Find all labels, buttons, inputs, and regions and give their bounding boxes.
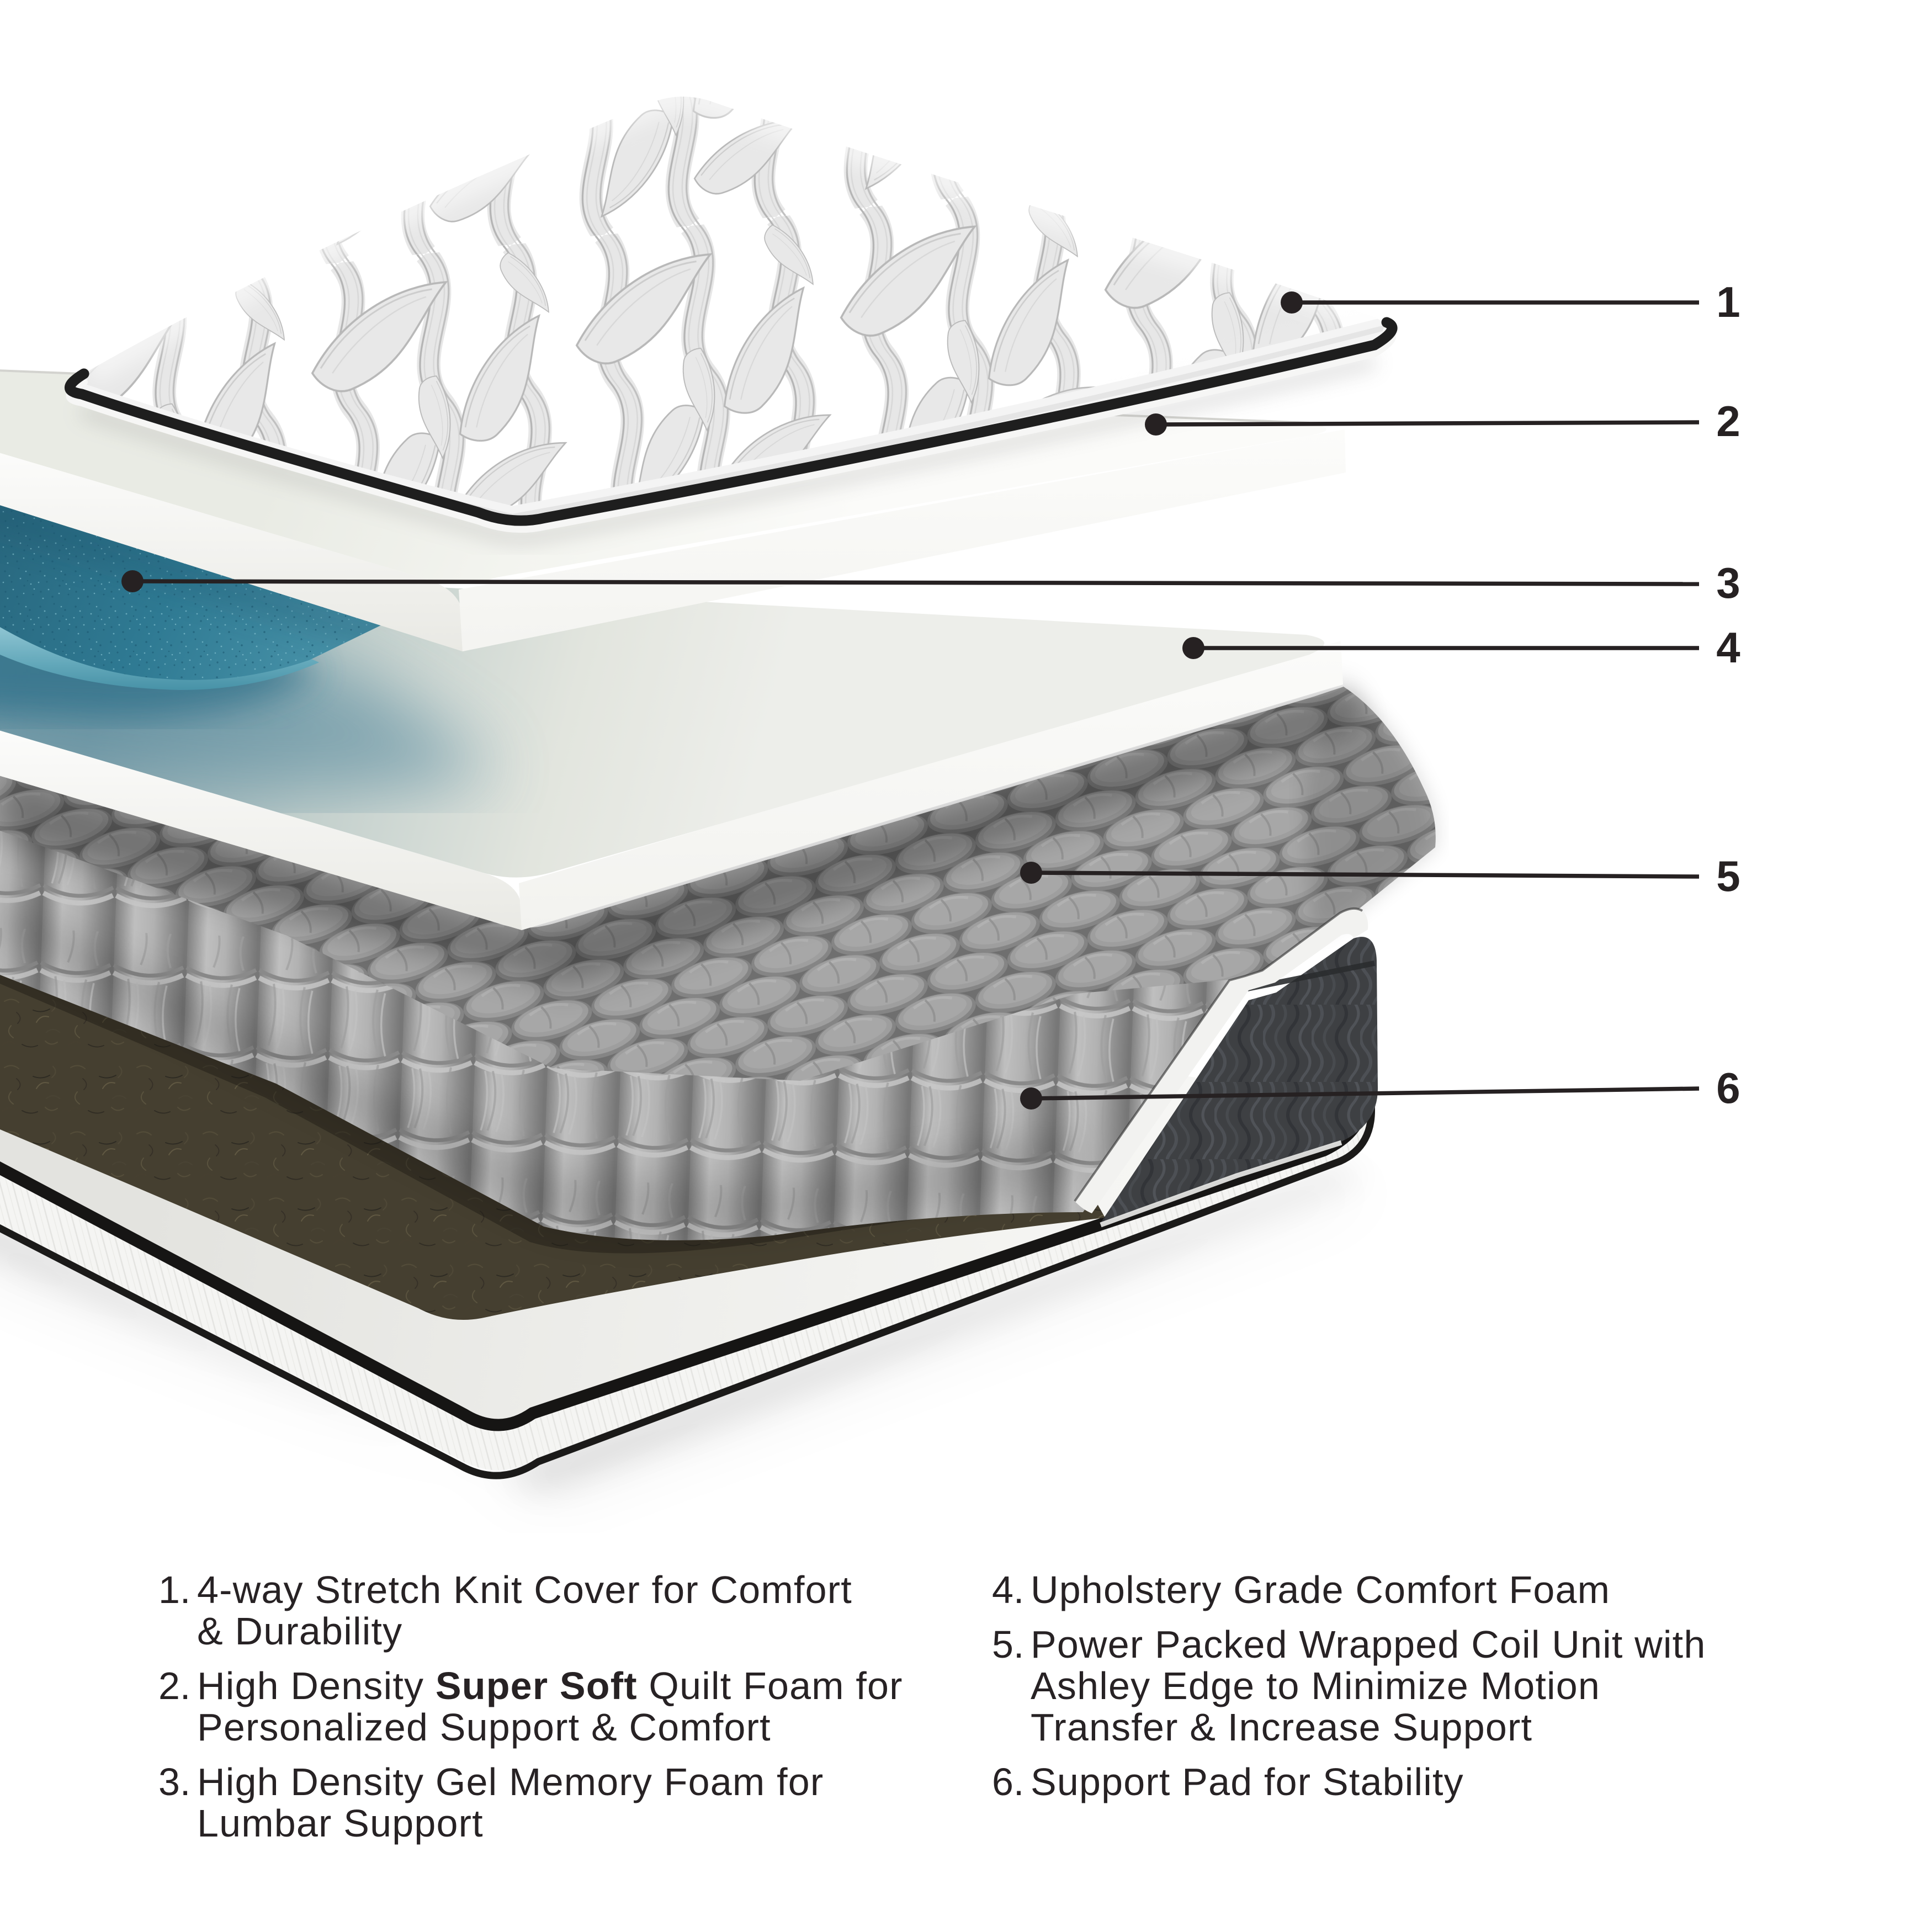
svg-text:3: 3 <box>1716 559 1740 607</box>
svg-text:1: 1 <box>1716 278 1740 326</box>
svg-text:4: 4 <box>1716 623 1740 672</box>
svg-text:6: 6 <box>1716 1064 1740 1112</box>
svg-text:5: 5 <box>1716 852 1740 900</box>
svg-text:2: 2 <box>1716 397 1740 445</box>
